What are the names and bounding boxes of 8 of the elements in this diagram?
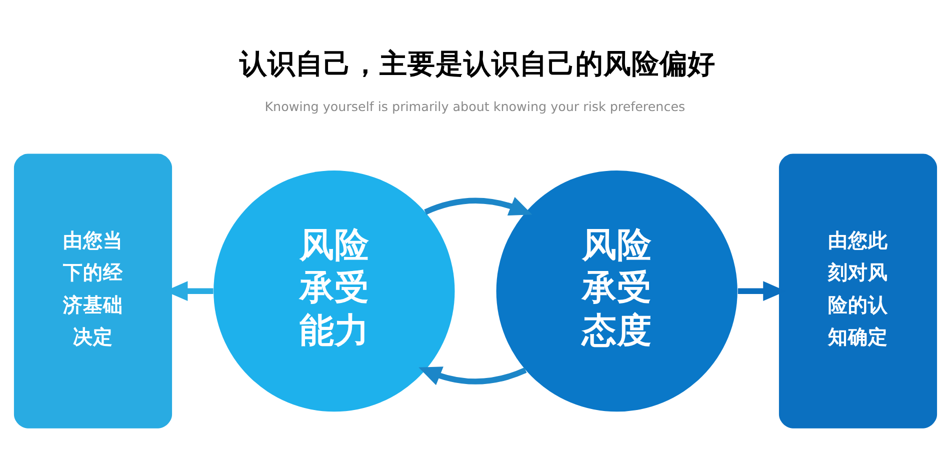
node-box: 由您当下的经济基础决定 <box>13 154 172 428</box>
node-circle: 风险承受能力 <box>213 170 454 412</box>
arrow <box>418 366 526 386</box>
arrow <box>424 196 532 216</box>
node-box: 由您此刻对风险的认知确定 <box>778 154 937 428</box>
node-circle: 风险承受态度 <box>496 170 737 412</box>
diagram-title: 认识自己，主要是认识自己的风险偏好 <box>239 47 716 80</box>
label: Knowing yourself is primarily about knowing your risk preferences <box>264 98 685 114</box>
